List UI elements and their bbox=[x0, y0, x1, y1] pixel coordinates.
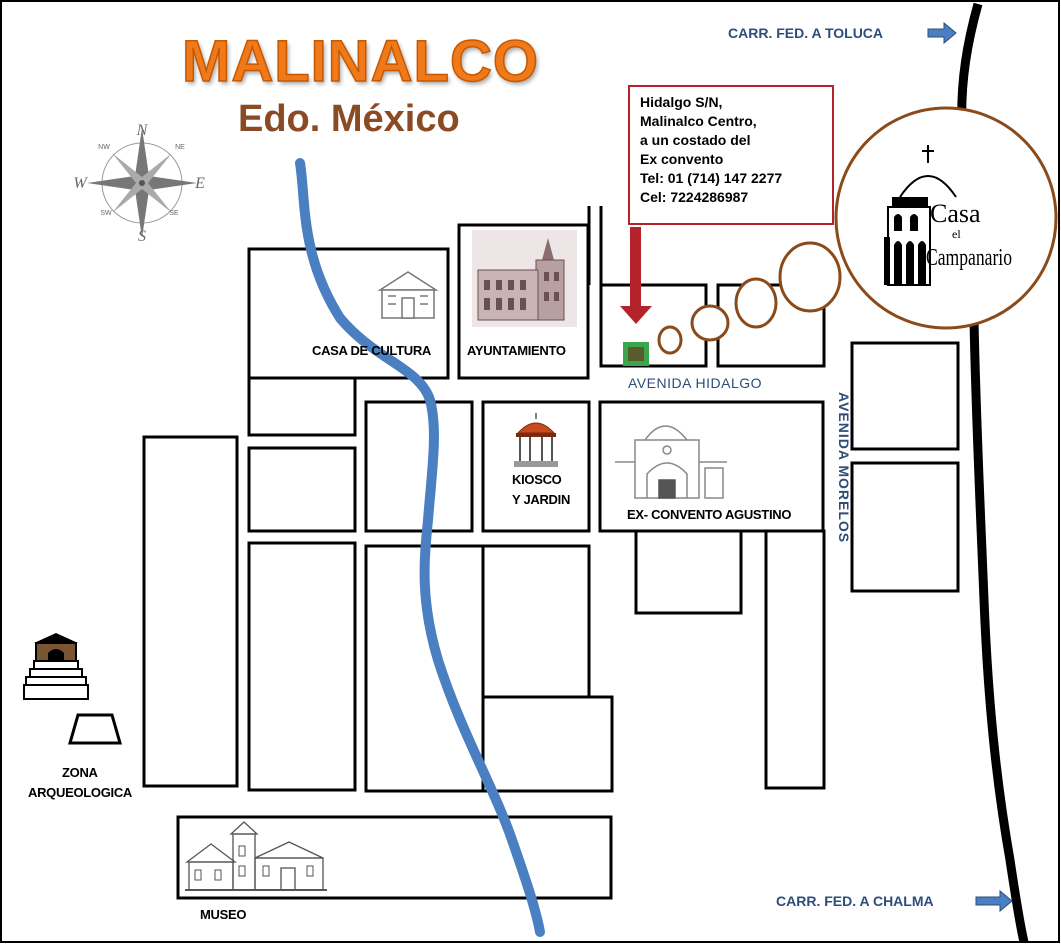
block bbox=[634, 529, 743, 615]
campanario-logo-icon bbox=[884, 145, 957, 286]
compass-se: SE bbox=[169, 210, 179, 217]
block bbox=[764, 529, 826, 790]
label-kiosco: KIOSCO bbox=[512, 472, 562, 487]
bubble bbox=[778, 241, 842, 313]
logo-circle bbox=[834, 106, 1058, 330]
museo-icon bbox=[185, 821, 327, 891]
ayuntamiento-icon bbox=[472, 230, 577, 327]
block bbox=[481, 544, 591, 699]
compass-n: N bbox=[136, 122, 149, 139]
road-label-morelos: AVENIDA MORELOS bbox=[836, 392, 852, 544]
block bbox=[142, 435, 239, 788]
compass-nw: NW bbox=[98, 144, 110, 151]
logo-el: el bbox=[952, 227, 961, 241]
block-casa-campanario bbox=[599, 283, 708, 368]
phone-line: Tel: 01 (714) 147 2277 bbox=[640, 170, 783, 186]
pointer-arrow-icon bbox=[620, 306, 652, 324]
logo-campanario: Campanario bbox=[926, 245, 1012, 271]
casa-cultura-icon bbox=[377, 271, 439, 319]
block bbox=[850, 341, 960, 451]
pointer-arrow-shaft bbox=[630, 227, 641, 309]
location-marker-inner bbox=[628, 347, 644, 361]
bubble bbox=[690, 304, 730, 342]
compass-w: W bbox=[73, 175, 88, 192]
logo-casa: Casa bbox=[930, 199, 981, 228]
ex-convento-icon bbox=[615, 425, 727, 499]
compass-sw: SW bbox=[100, 210, 112, 217]
bubble bbox=[657, 325, 683, 355]
arrow-right-icon bbox=[927, 21, 957, 45]
arrow-right-icon bbox=[975, 889, 1013, 913]
zona-arqueologica-icon bbox=[23, 633, 89, 700]
block-museo bbox=[176, 815, 613, 900]
label-ayuntamiento: AYUNTAMIENTO bbox=[467, 343, 566, 358]
kiosco-icon bbox=[514, 413, 558, 467]
address-line: Ex convento bbox=[640, 151, 724, 167]
label-arqueologica: ARQUEOLOGICA bbox=[28, 785, 133, 800]
map-title: MALINALCO bbox=[181, 28, 539, 95]
road-label-toluca: CARR. FED. A TOLUCA bbox=[728, 25, 884, 41]
address-info-box: Hidalgo S/N, Malinalco Centro, a un cost… bbox=[628, 85, 834, 225]
block-ex-convento bbox=[598, 400, 825, 533]
road-label-hidalgo: AVENIDA HIDALGO bbox=[628, 375, 763, 391]
label-jardin: Y JARDIN bbox=[512, 492, 571, 507]
label-museo: MUSEO bbox=[200, 907, 247, 922]
block bbox=[247, 446, 357, 533]
compass-icon: N S E W NE NW SE SW bbox=[73, 122, 205, 245]
address-line: Hidalgo S/N, bbox=[640, 94, 723, 110]
address-line: Malinalco Centro, bbox=[640, 113, 757, 129]
label-zona: ZONA bbox=[62, 765, 98, 780]
river bbox=[295, 158, 545, 937]
compass-s: S bbox=[138, 228, 146, 245]
block bbox=[850, 461, 960, 593]
cell-line: Cel: 7224286987 bbox=[640, 189, 749, 205]
address-line: a un costado del bbox=[640, 132, 751, 148]
block bbox=[364, 400, 474, 533]
block bbox=[481, 695, 614, 793]
map-subtitle: Edo. México bbox=[238, 98, 460, 140]
compass-e: E bbox=[194, 175, 205, 192]
road-label-chalma: CARR. FED. A CHALMA bbox=[776, 893, 934, 909]
block bbox=[247, 376, 357, 437]
label-ex-convento: EX- CONVENTO AGUSTINO bbox=[627, 507, 792, 522]
compass-ne: NE bbox=[175, 144, 185, 151]
label-casa-cultura: CASA DE CULTURA bbox=[312, 343, 431, 358]
pyramid-base-icon bbox=[68, 713, 122, 745]
bubbles bbox=[657, 106, 1058, 355]
bubble bbox=[734, 277, 778, 329]
block bbox=[247, 541, 357, 792]
